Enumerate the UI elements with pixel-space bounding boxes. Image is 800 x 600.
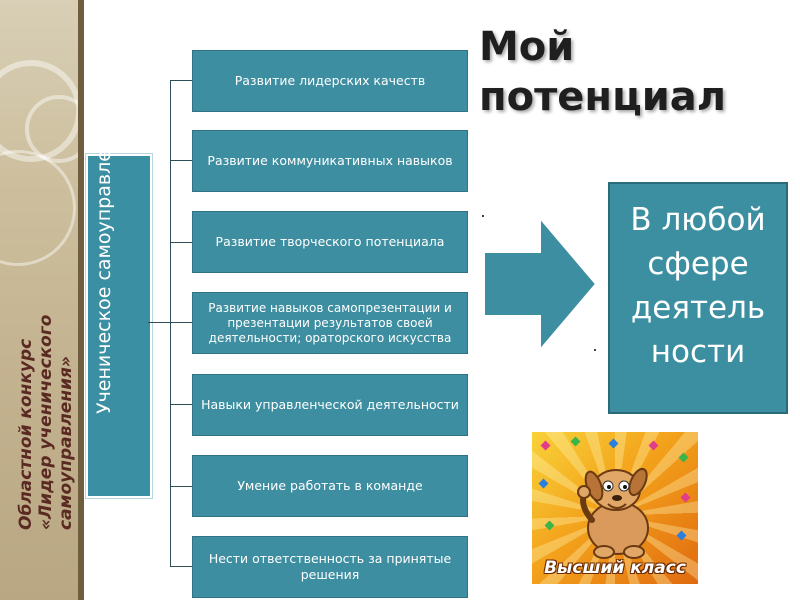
connector-branch: [170, 486, 192, 487]
connector-trunk: [170, 80, 171, 566]
result-line-1: В любой: [630, 202, 766, 238]
decorative-dot: [594, 349, 596, 351]
decorative-stripe: [78, 0, 84, 600]
cartoon-picture: Высший класс: [532, 432, 698, 584]
skill-box-leadership: Развитие лидерских качеств: [192, 50, 468, 112]
contest-line-3: самоуправления»: [56, 356, 76, 530]
self-government-label: Ученическое самоуправление: [93, 113, 115, 414]
skill-box-presentation: Развитие навыков самопрезентации и презе…: [192, 292, 468, 354]
connector-branch: [170, 80, 192, 81]
contest-title: Областной конкурс «Лидер ученического са…: [16, 200, 76, 530]
title-line-1: Мой: [479, 24, 575, 70]
contest-line-2: «Лидер ученического: [36, 314, 56, 530]
connector-branch: [170, 404, 192, 405]
decorative-band: [0, 0, 84, 600]
skill-box-responsibility: Нести ответственность за принятые решени…: [192, 536, 468, 598]
connector-stub: [148, 322, 170, 323]
result-box: В любой сфере деятель ности: [608, 182, 788, 414]
decorative-ring: [25, 95, 84, 163]
cartoon-dog-icon: [577, 467, 649, 559]
skill-box-teamwork: Умение работать в команде: [192, 455, 468, 517]
decorative-dot: [482, 215, 484, 217]
picture-caption: Высший класс: [544, 558, 686, 578]
connector-branch: [170, 242, 192, 243]
self-government-box: [86, 154, 152, 498]
skill-box-creativity: Развитие творческого потенциала: [192, 211, 468, 273]
skill-box-communication: Развитие коммуникативных навыков: [192, 130, 468, 192]
connector-branch: [170, 566, 192, 567]
skill-box-management: Навыки управленческой деятельности: [192, 374, 468, 436]
page-title: Мой потенциал: [479, 22, 779, 122]
title-line-2: потенциал: [479, 74, 727, 120]
result-line-2: сфере: [647, 246, 749, 282]
connector-branch: [170, 160, 192, 161]
contest-line-1: Областной конкурс: [16, 338, 36, 530]
result-line-3: деятель: [630, 290, 766, 326]
connector-branch: [170, 322, 192, 323]
right-arrow-icon: [483, 216, 598, 352]
result-line-4: ности: [650, 334, 746, 370]
